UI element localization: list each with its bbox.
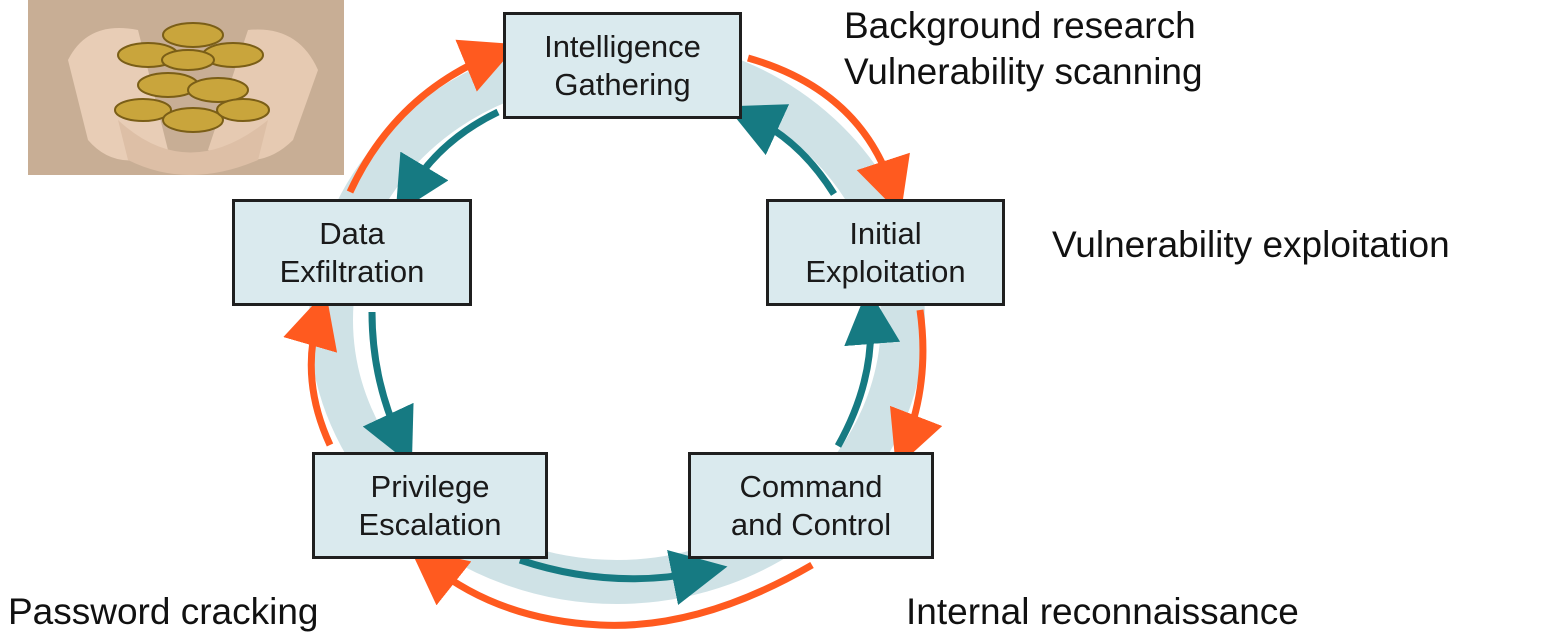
note-privilege-escalation: Password cracking bbox=[8, 589, 319, 635]
note-initial-exploitation: Vulnerability exploitation bbox=[1052, 222, 1450, 268]
stage-label-line2: Escalation bbox=[358, 506, 502, 542]
arrow-initial-to-intel bbox=[726, 104, 837, 196]
arrow-command-to-initial bbox=[834, 288, 901, 448]
note-line: Internal reconnaissance bbox=[906, 591, 1299, 632]
stage-label-line1: Privilege bbox=[370, 468, 490, 504]
stage-label-line1: Data bbox=[319, 215, 385, 251]
arrow-priv-to-exfil bbox=[283, 291, 338, 447]
coins-in-hands-icon bbox=[28, 0, 344, 175]
stage-privilege-escalation: Privilege Escalation bbox=[312, 452, 548, 559]
stage-label-line1: Intelligence bbox=[544, 28, 701, 64]
note-line: Vulnerability scanning bbox=[844, 51, 1203, 92]
stage-intelligence-gathering: Intelligence Gathering bbox=[503, 12, 742, 119]
arrow-exfil-to-intel bbox=[346, 39, 518, 194]
note-line: Background research bbox=[844, 5, 1196, 46]
arrow-priv-to-command bbox=[518, 550, 728, 605]
note-command-and-control: Internal reconnaissance bbox=[906, 589, 1299, 635]
note-line: Password cracking bbox=[8, 591, 319, 632]
arrow-intel-to-initial bbox=[747, 54, 910, 215]
stage-command-and-control: Command and Control bbox=[688, 452, 934, 559]
arrow-intel-to-exfil bbox=[395, 108, 500, 215]
note-intelligence-gathering: Background research Vulnerability scanni… bbox=[844, 3, 1203, 95]
stage-label-line2: Gathering bbox=[554, 66, 691, 102]
coins-in-hands-image bbox=[28, 0, 344, 175]
stage-label-line2: Exfiltration bbox=[279, 253, 425, 289]
arrow-exfil-to-priv bbox=[362, 311, 414, 466]
stage-label-line2: and Control bbox=[730, 506, 892, 542]
arrow-initial-to-command bbox=[889, 309, 943, 469]
stage-label-line2: Exploitation bbox=[805, 253, 966, 289]
note-line: Vulnerability exploitation bbox=[1052, 224, 1450, 265]
stage-data-exfiltration: Data Exfiltration bbox=[232, 199, 472, 306]
arrow-command-to-priv bbox=[410, 548, 814, 629]
stage-label-line1: Command bbox=[739, 468, 883, 504]
stage-label-line1: Initial bbox=[849, 215, 922, 251]
stage-initial-exploitation: Initial Exploitation bbox=[766, 199, 1005, 306]
